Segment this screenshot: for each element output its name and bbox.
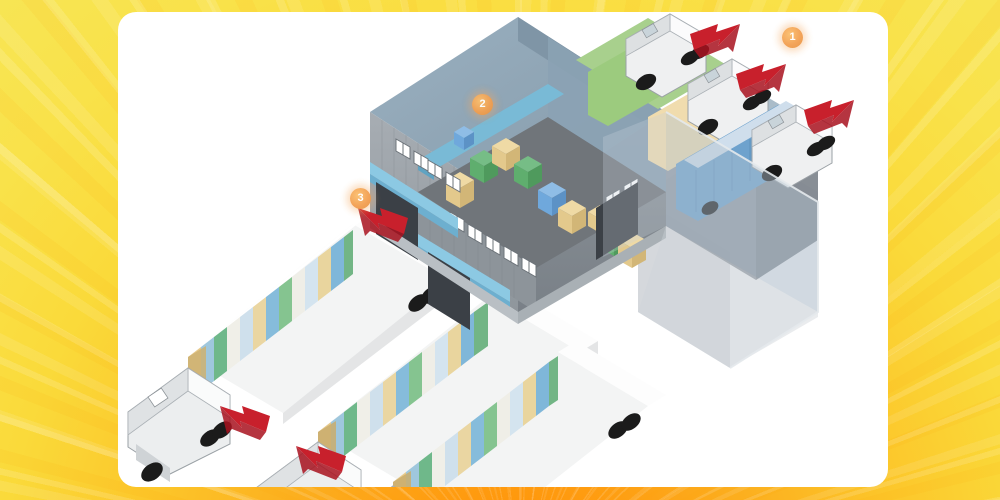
dock-bay-3[interactable]: [596, 182, 638, 260]
outbound-truck-3[interactable]: [333, 341, 666, 487]
glass-overlay-panel: [603, 111, 819, 369]
isometric-scene: [118, 12, 888, 487]
arrow-inbound-3: [804, 100, 854, 134]
arrow-outbound-3: [296, 446, 346, 480]
arrow-outbound-1: [358, 208, 408, 242]
arrow-inbound-2: [736, 64, 786, 98]
outbound-truck-3-cab: [390, 485, 396, 487]
arrow-inbound-1: [690, 24, 740, 58]
illustration-card: 1 2 3: [118, 12, 888, 487]
arrow-outbound-2: [220, 406, 270, 440]
outbound-truck-1-cab: [127, 367, 232, 482]
